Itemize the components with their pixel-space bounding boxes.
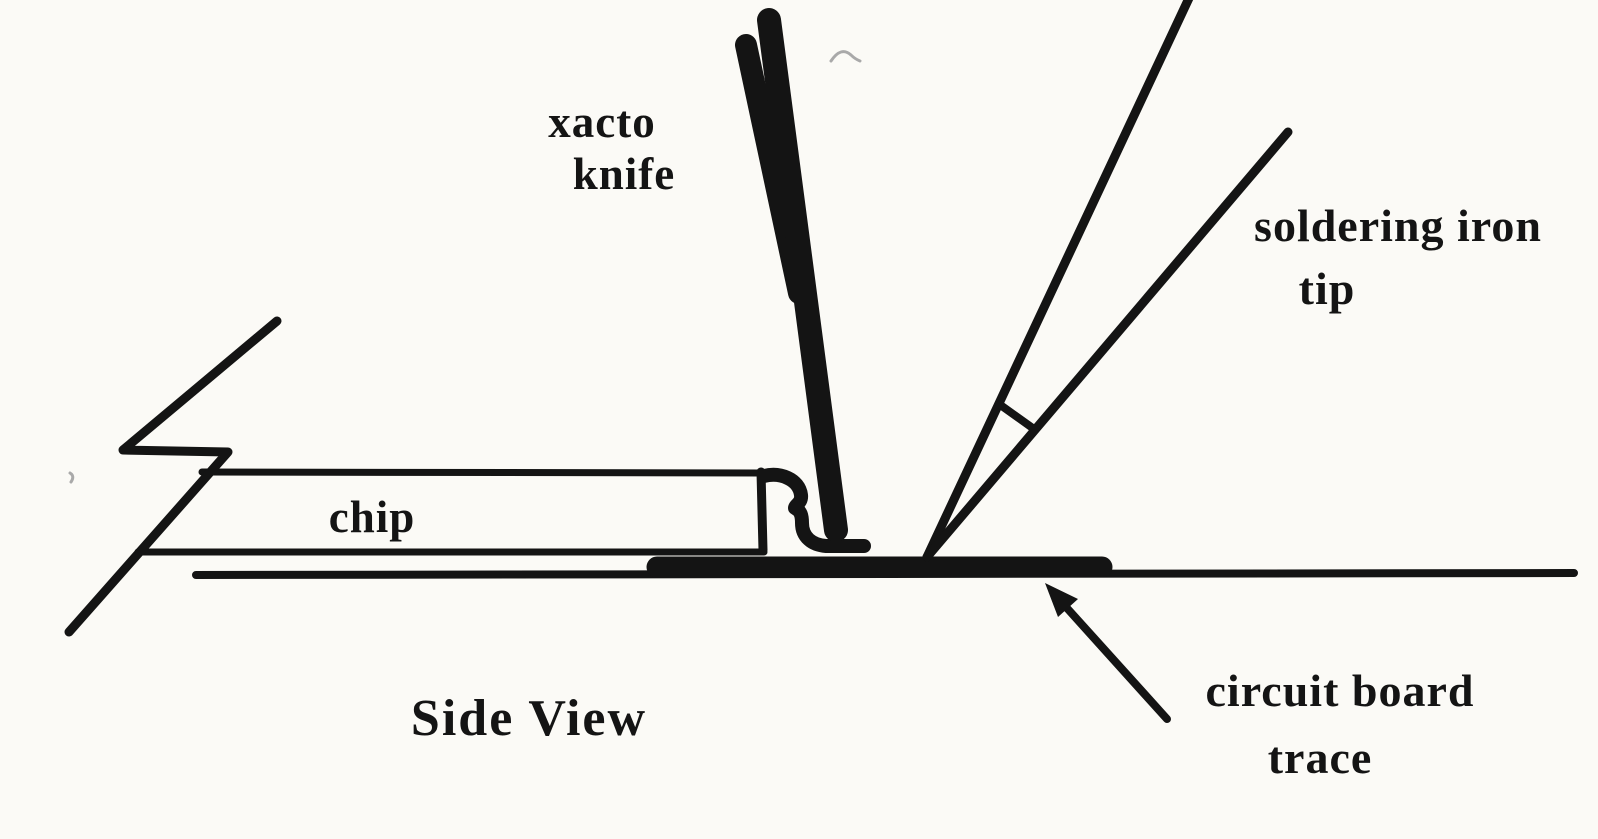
knife-blade [757,8,848,542]
circuit-board-trace-label-line1: circuit board [1205,665,1475,716]
soldering-iron-label-line1: soldering iron [1254,200,1542,251]
bent-chip-lead [757,468,871,553]
pencil-speck [68,471,75,484]
iron-tip-crossbar [995,400,1038,433]
chip-top-line [198,468,766,477]
chip-label: chip [328,492,416,542]
iron-lower-line [922,127,1293,562]
trace-arrow-head [1045,583,1078,617]
soldering-iron-label-line2: tip [1298,263,1356,314]
side-view-caption: Side View [410,690,648,747]
xacto-knife-label-line2: knife [572,149,676,199]
circuit-board-trace-label-line2: trace [1267,732,1373,783]
xacto-knife-label-line1: xacto [548,97,656,147]
trace-arrow-shaft [1062,603,1171,723]
iron-upper-line [922,0,1194,562]
chip-right-edge [756,467,768,555]
pencil-mark [829,50,862,63]
chip-break-zigzag [64,316,282,637]
